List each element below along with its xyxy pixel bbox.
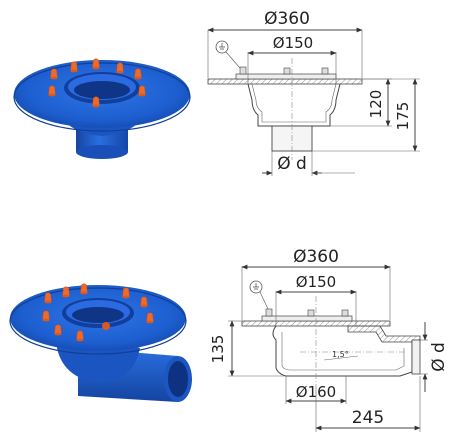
bottom-length-label: 245 — [352, 408, 384, 428]
vertical-drain-drawing: Ø360 Ø150 120 175 Ø d — [207, 9, 420, 176]
bottom-height-label: 135 — [209, 335, 227, 364]
top-outlet-label: Ø d — [277, 154, 307, 174]
top-height-total-label: 175 — [394, 102, 412, 131]
vertical-drain-photo — [13, 58, 191, 159]
top-body-diameter-label: Ø150 — [273, 34, 313, 52]
bottom-outlet-label: Ø d — [429, 342, 449, 372]
side-outlet-drain-drawing: 1,5° Ø360 Ø150 135 Ø d Ø160 — [209, 247, 449, 432]
bottom-slope-label: 1,5° — [332, 350, 349, 359]
bottom-flange-diameter-label: Ø360 — [293, 247, 339, 267]
side-outlet-drain-photo — [9, 283, 192, 402]
bottom-body-diameter-label: Ø150 — [296, 273, 336, 291]
top-height-inner-label: 120 — [367, 90, 385, 119]
top-flange-diameter-label: Ø360 — [264, 9, 310, 29]
